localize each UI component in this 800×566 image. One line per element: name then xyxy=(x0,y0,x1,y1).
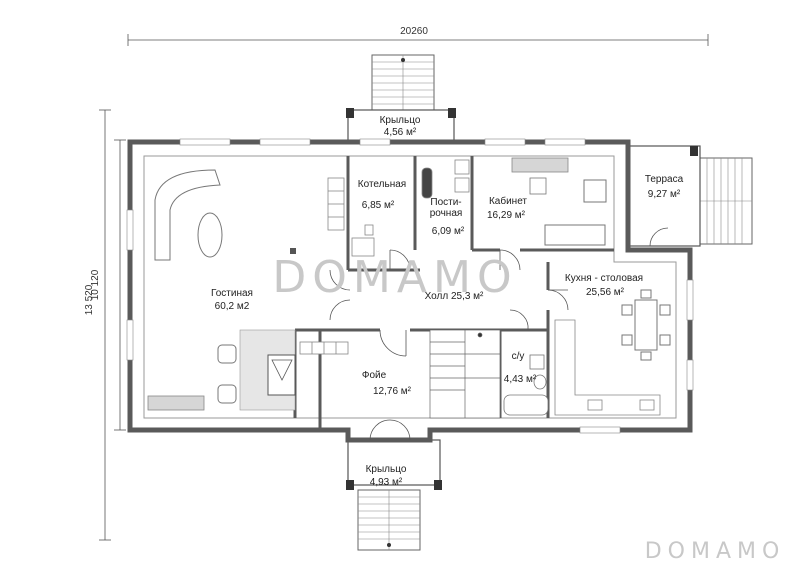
room-boiler-name: Котельная xyxy=(358,179,406,190)
room-hall-label: Холл 25,3 м² xyxy=(425,291,484,302)
doors xyxy=(329,227,669,441)
room-terrace: Терраса 9,27 м² xyxy=(645,174,684,200)
room-kitchen-name: Кухня - столовая xyxy=(565,273,643,284)
dimension-width-label: 20260 xyxy=(400,26,428,37)
room-bath: с/у 4,43 м² xyxy=(504,351,537,385)
room-porch-bottom: Крыльцо 4,93 м² xyxy=(366,464,407,488)
room-living-area: 60,2 м2 xyxy=(215,301,250,312)
room-foyer: Фойе 12,76 м² xyxy=(362,370,412,397)
room-hall: Холл 25,3 м² xyxy=(425,291,484,302)
watermark-corner: DOMAMO xyxy=(645,539,786,564)
office-armchair xyxy=(583,179,607,203)
room-office-area: 16,29 м² xyxy=(487,210,526,221)
room-porch-top-area: 4,56 м² xyxy=(384,127,417,138)
room-kitchen: Кухня - столовая 25,56 м² xyxy=(565,273,643,298)
room-living: Гостиная 60,2 м2 xyxy=(211,288,253,312)
room-bath-area: 4,43 м² xyxy=(504,374,537,385)
living-column xyxy=(290,248,296,254)
dimension-height-inner: 10 120 xyxy=(90,139,126,431)
dimension-height-total-label: 13 520 xyxy=(84,284,95,315)
interior-staircase xyxy=(429,329,501,419)
room-porch-top-name: Крыльцо xyxy=(380,115,421,126)
living-armchairs xyxy=(217,344,237,404)
fireplace xyxy=(239,329,296,411)
room-porch-bottom-name: Крыльцо xyxy=(366,464,407,475)
bathroom-fixtures xyxy=(503,354,549,416)
room-office-name: Кабинет xyxy=(489,195,527,207)
office-desk xyxy=(511,157,569,195)
boiler-equipment xyxy=(351,224,375,257)
living-coffee-table xyxy=(197,212,223,258)
office-sofa xyxy=(544,224,606,246)
foyer-wardrobe xyxy=(299,341,349,355)
room-living-name: Гостиная xyxy=(211,288,253,299)
terrace-stairs xyxy=(699,157,753,245)
room-foyer-area: 12,76 м² xyxy=(373,386,412,397)
room-foyer-name: Фойе xyxy=(362,370,387,381)
room-terrace-name: Терраса xyxy=(645,174,684,185)
terrace-area xyxy=(627,145,701,247)
room-bath-name: с/у xyxy=(512,351,525,362)
porch-top-area xyxy=(346,108,456,143)
dimension-height-inner-label: 10 120 xyxy=(90,269,101,300)
room-laundry-name-line1: Пости- xyxy=(430,197,461,208)
room-kitchen-area: 25,56 м² xyxy=(586,287,625,298)
kitchen-counter xyxy=(554,319,661,416)
laundry-appliances xyxy=(421,159,470,199)
room-porch-bottom-area: 4,93 м² xyxy=(370,477,403,488)
living-shelving xyxy=(327,177,345,231)
living-sofa-curved xyxy=(154,169,221,261)
dining-table xyxy=(621,289,671,361)
dimension-width: 20260 xyxy=(127,26,709,46)
room-laundry: Пости- рочная 6,09 м² xyxy=(430,197,465,237)
room-porch-top: Крыльцо 4,56 м² xyxy=(380,115,421,138)
porch-stairs-top xyxy=(371,54,435,111)
exterior-walls-inner-line xyxy=(143,155,677,419)
windows xyxy=(126,138,694,434)
porch-stairs-bottom xyxy=(357,489,421,551)
dimension-height-total: 13 520 xyxy=(84,109,111,541)
room-office: Кабинет 16,29 м² xyxy=(487,195,527,221)
room-boiler-area: 6,85 м² xyxy=(362,200,395,211)
room-boiler: Котельная 6,85 м² xyxy=(358,179,406,211)
room-laundry-area: 6,09 м² xyxy=(432,226,465,237)
room-laundry-name-line2: рочная xyxy=(430,208,463,219)
watermark-center: DOMAMO xyxy=(272,252,517,303)
living-tv-unit xyxy=(147,395,205,411)
room-terrace-area: 9,27 м² xyxy=(648,189,681,200)
exterior-walls xyxy=(127,139,693,443)
